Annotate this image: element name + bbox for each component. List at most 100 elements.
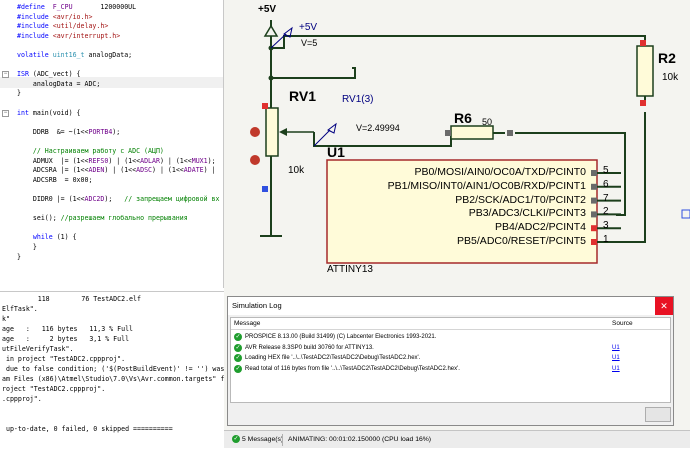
code-token: // Настраиваем работу с ADC (АЦП)	[17, 147, 164, 155]
r6-value: 50	[482, 117, 493, 127]
code-token: F_CPU	[44, 3, 73, 11]
probe-5v-value: V=5	[301, 38, 318, 48]
close-icon[interactable]: ✕	[655, 297, 673, 315]
rv1-label: RV1	[289, 88, 316, 104]
u1-pin-number: 5	[603, 165, 609, 176]
code-token: ADLAR	[140, 156, 160, 165]
log-row[interactable]: ✓Read total of 116 bytes from file '..\.…	[231, 364, 670, 374]
output-line: .cppproj".	[2, 395, 42, 403]
u1-pin-number: 7	[603, 192, 609, 204]
output-line: am Files (x86)\Atmel\Studio\7.0\Vs\Avr.c…	[2, 375, 224, 383]
code-token: (1) {	[52, 233, 77, 242]
code-token: int	[17, 108, 29, 117]
off-canvas-marker	[681, 209, 690, 219]
output-line: k"	[2, 315, 10, 323]
code-line-text: volatile uint16_t analogData;	[17, 50, 132, 61]
simulation-log-window[interactable]: Simulation Log ✕ Message Source ✓PROSPIC…	[227, 296, 674, 426]
code-token: <avr/io.h>	[48, 12, 93, 21]
r2-label: R2	[658, 50, 676, 66]
log-row[interactable]: ✓AVR Release 8.3SP0 build 30760 for ATTI…	[231, 343, 670, 353]
column-header-source[interactable]: Source	[612, 320, 633, 327]
attiny13-body[interactable]	[326, 159, 598, 264]
u1-pin-marker	[591, 211, 597, 218]
u1-pin-number: 1	[603, 234, 609, 245]
code-token: #include	[17, 31, 49, 40]
u1-pin-name: PB5/ADC0/RESET/PCINT5	[457, 235, 586, 247]
voltage-probe-icon	[283, 26, 293, 38]
code-line-text: }	[17, 88, 21, 99]
probe-rv1-label: RV1(3)	[342, 94, 374, 105]
r2-body[interactable]	[636, 45, 654, 97]
code-token: //разрешаем глобально прерывания	[60, 214, 188, 223]
pin-marker-blue	[262, 186, 268, 192]
code-token: analogData;	[84, 51, 133, 59]
wire-5v-probe	[271, 67, 356, 79]
code-token: ) | (1<<	[152, 166, 184, 175]
u1-pin-marker	[591, 225, 597, 232]
log-scroll-button[interactable]	[645, 407, 671, 422]
code-line-text: ADCSRA |= (1<<ADEN) | (1<<ADSC) | (1<<AD…	[17, 165, 216, 176]
u1-pin-marker	[591, 239, 597, 245]
log-source-link[interactable]: U1	[612, 344, 620, 351]
message-count-label: 5 Message(s)	[242, 436, 284, 443]
u1-pin-name: PB2/SCK/ADC1/T0/PCINT2	[455, 193, 586, 206]
message-count[interactable]: ✓5 Message(s)	[232, 431, 283, 449]
code-token: #include	[17, 12, 49, 21]
supply-arrow-icon	[263, 24, 279, 37]
fold-toggle-icon[interactable]: −	[2, 71, 9, 79]
log-row[interactable]: ✓PROSPICE 8.13.00 (Build 31499) (C) Labc…	[231, 332, 670, 342]
code-line-text: ADCSRB = 0x00;	[17, 175, 93, 186]
code-token: // запрещаем цифровой вх	[124, 195, 220, 203]
code-line-text: #define F_CPU 1200000UL	[17, 2, 136, 13]
code-line-text: #include <avr/io.h>	[17, 12, 92, 23]
code-token: );	[112, 127, 121, 136]
simulation-log-titlebar[interactable]: Simulation Log ✕	[228, 297, 673, 315]
log-source-link[interactable]: U1	[612, 355, 620, 361]
code-token: ADCSRA |= (1<<	[17, 166, 89, 175]
fold-toggle-icon[interactable]: −	[2, 109, 9, 117]
u1-pin-marker	[591, 170, 597, 176]
code-line-text: DDRB &= ~(1<<PORTB4);	[17, 127, 120, 138]
pin-marker-red	[640, 40, 646, 46]
code-token: while	[17, 233, 53, 242]
u1-pin-name: PB1/MISO/INT0/AIN1/OC0B/RXD/PCINT1	[387, 179, 586, 192]
code-token: uint16_t	[48, 51, 85, 59]
code-token: sei();	[17, 214, 61, 223]
code-token: ADMUX |= (1<<	[17, 156, 89, 165]
u1-label: U1	[327, 144, 345, 160]
code-line-text: }	[17, 242, 37, 253]
code-line-text: #include <avr/interrupt.h>	[17, 31, 120, 42]
code-token: volatile	[17, 51, 49, 59]
log-source-link[interactable]: U1	[612, 365, 620, 372]
code-token: #include	[17, 22, 49, 31]
code-token: ADSC	[136, 166, 153, 175]
output-line: due to false condition; ('$(PostBuildEve…	[2, 365, 224, 373]
rv1-terminal-icon	[250, 155, 260, 165]
output-line: utFileVerifyTask".	[2, 345, 74, 353]
status-separator	[282, 434, 283, 446]
u1-pin-name: PB0/MOSI/AIN0/OC0A/TXD/PCINT0	[414, 166, 586, 178]
code-token: }	[17, 243, 37, 251]
code-token: <util/delay.h>	[48, 22, 109, 31]
column-header-message[interactable]: Message	[234, 320, 261, 327]
rv1-body[interactable]	[265, 107, 279, 157]
code-token: }	[17, 89, 21, 98]
r6-body[interactable]	[450, 125, 494, 140]
code-token: (ADC_vect) {	[28, 70, 81, 79]
code-line-text: ISR (ADC_vect) {	[17, 69, 81, 80]
rv1-wiper-icon	[279, 128, 287, 136]
output-line: up-to-date, 0 failed, 0 skipped ========…	[2, 425, 173, 433]
u1-pin-number: 3	[603, 220, 609, 232]
log-message: PROSPICE 8.13.00 (Build 31499) (C) Labce…	[245, 334, 437, 340]
code-line-text: int main(void) {	[17, 108, 81, 119]
u1-pin-marker	[591, 183, 597, 190]
wire-r2-pb5	[616, 112, 646, 243]
code-line-text: analogData = ADC;	[17, 79, 101, 90]
log-message: Loading HEX file '..\..\TestADC2\TestADC…	[245, 355, 421, 361]
r2-value: 10k	[662, 72, 679, 83]
log-message: AVR Release 8.3SP0 build 30760 for ATTIN…	[245, 344, 374, 351]
log-row[interactable]: ✓Loading HEX file '..\..\TestADC2\TestAD…	[231, 353, 670, 363]
simulation-log-list[interactable]: Message Source ✓PROSPICE 8.13.00 (Build …	[230, 317, 671, 403]
code-editor[interactable]: #define F_CPU 1200000UL#include <avr/io.…	[0, 0, 224, 288]
